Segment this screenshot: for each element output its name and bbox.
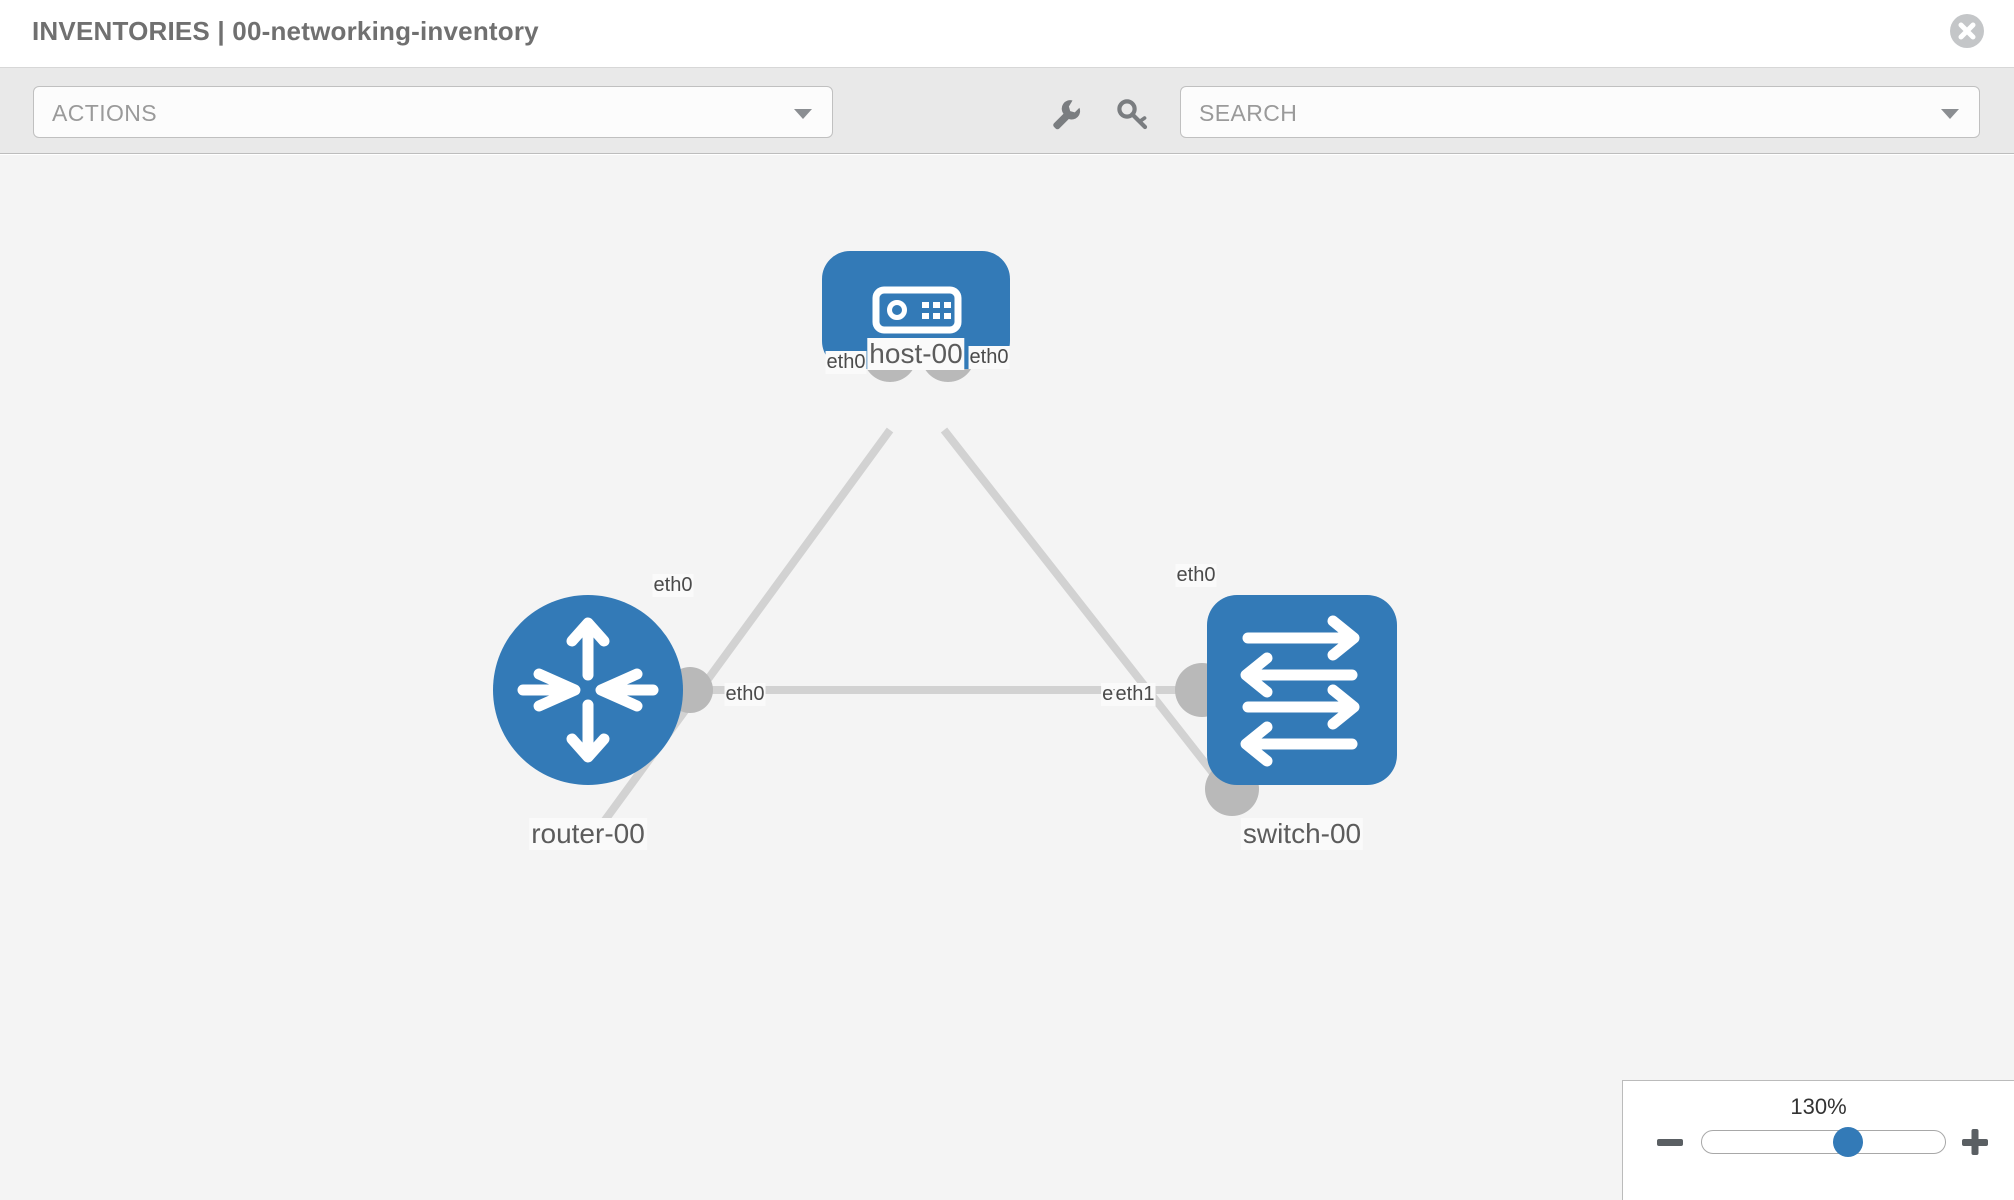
- edge-label-host-eth0-left: eth0: [825, 351, 867, 374]
- page-header: INVENTORIES | 00-networking-inventory: [0, 0, 2014, 68]
- search-placeholder: SEARCH: [1199, 100, 1298, 126]
- wrench-icon[interactable]: [1045, 94, 1085, 134]
- router-arrows-icon: [517, 617, 659, 763]
- plus-icon[interactable]: [1958, 1125, 1992, 1159]
- node-router-00[interactable]: [493, 595, 683, 785]
- server-icon: [872, 286, 962, 334]
- edge-label-switch-eth0-up: eth0: [1175, 564, 1217, 587]
- close-icon[interactable]: [1950, 14, 1984, 48]
- node-switch-00[interactable]: [1207, 595, 1397, 785]
- zoom-control-panel: 130%: [1622, 1080, 2014, 1200]
- actions-dropdown-label: ACTIONS: [52, 100, 158, 126]
- chevron-down-icon: [794, 109, 812, 119]
- node-label-router-00: router-00: [529, 818, 647, 850]
- topology-graph: [493, 251, 1397, 830]
- actions-dropdown[interactable]: ACTIONS: [33, 86, 833, 138]
- edge-label-router-eth0-up: eth0: [652, 574, 694, 597]
- chevron-down-icon[interactable]: [1941, 109, 1959, 119]
- search-input[interactable]: SEARCH: [1180, 86, 1980, 138]
- toolbar: ACTIONS SEARCH: [0, 68, 2014, 154]
- switch-arrows-icon: [1240, 615, 1360, 767]
- edge-label-host-eth0-right: eth0: [968, 346, 1010, 369]
- edge-label-router-eth0-right: eth0: [724, 683, 766, 706]
- topology-canvas[interactable]: host-00 router-00 switch-00 eth0 eth0 et…: [0, 155, 2014, 1200]
- node-label-switch-00: switch-00: [1240, 818, 1364, 850]
- link-host-switch[interactable]: [940, 427, 1242, 808]
- key-icon[interactable]: [1113, 94, 1153, 134]
- minus-icon[interactable]: [1653, 1125, 1687, 1159]
- node-label-host-00: host-00: [867, 338, 965, 370]
- zoom-slider-thumb[interactable]: [1833, 1127, 1863, 1157]
- zoom-slider-track[interactable]: [1701, 1130, 1946, 1154]
- breadcrumb: INVENTORIES | 00-networking-inventory: [32, 16, 539, 46]
- endpoint-layer: [667, 328, 1259, 816]
- zoom-level-value: 130%: [1790, 1094, 1847, 1119]
- link-layer: [596, 427, 1242, 830]
- edge-label-switch-eth1: eth1: [1114, 683, 1156, 706]
